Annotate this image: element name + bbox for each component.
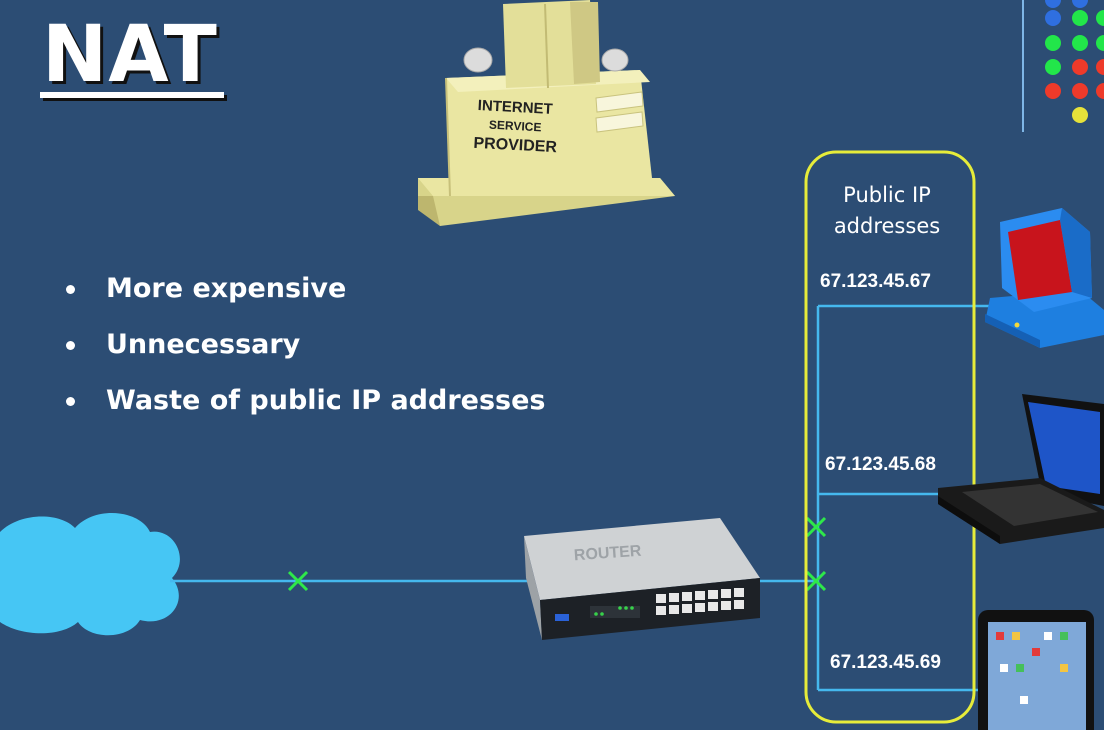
x-marker (287, 570, 309, 592)
cloud-icon (0, 512, 180, 636)
laptop-icon (938, 394, 1104, 544)
x-marker (805, 570, 827, 592)
isp-line1: INTERNET (477, 97, 553, 118)
public-ip-heading: Public IP addresses (812, 180, 962, 242)
bullet-text: Waste of public IP addresses (106, 385, 546, 416)
isp-building-icon: INTERNET SERVICE PROVIDER (418, 0, 675, 226)
bullet-text: Unnecessary (106, 329, 301, 360)
public-ip-address-laptop: 67.123.45.68 (825, 454, 936, 475)
bullet-text: More expensive (106, 273, 347, 304)
public-ip-heading-line2: addresses (833, 214, 941, 238)
x-marker (805, 516, 827, 538)
page-title: NAT (42, 10, 218, 100)
isp-line2: SERVICE (489, 118, 542, 135)
bullet-item: Unnecessary (62, 324, 545, 380)
bullet-dot-icon (66, 397, 75, 406)
title-underline (40, 92, 224, 98)
public-ip-address-tablet: 67.123.45.69 (830, 652, 941, 673)
bullet-list: More expensive Unnecessary Waste of publ… (62, 268, 545, 436)
public-ip-address-desktop: 67.123.45.67 (820, 271, 931, 292)
isp-line3: PROVIDER (473, 135, 558, 156)
public-ip-highlight-frame (804, 150, 976, 724)
bullet-item: More expensive (62, 268, 545, 324)
network-links (170, 304, 990, 692)
desktop-computer-icon (985, 208, 1104, 348)
tablet-icon (978, 610, 1094, 730)
bullet-dot-icon (66, 341, 75, 350)
router-icon: ROUTER (524, 518, 760, 640)
public-ip-heading-line1: Public IP (843, 183, 931, 207)
router-label: ROUTER (573, 543, 642, 565)
bullet-dot-icon (66, 285, 75, 294)
decorative-dot-grid (1022, 0, 1104, 132)
bullet-item: Waste of public IP addresses (62, 380, 545, 436)
